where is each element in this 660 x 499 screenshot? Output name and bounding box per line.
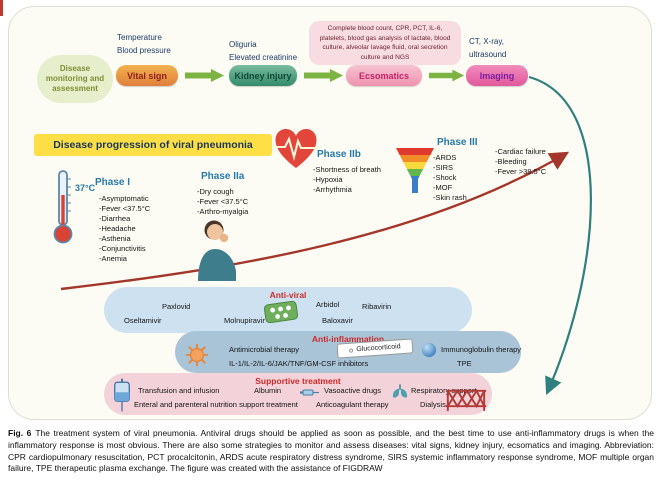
list-item: -SIRS — [433, 163, 454, 172]
list-item: -Shortness of breath — [313, 165, 381, 174]
ecsomatics-note: Complete blood count, CPR, PCT, IL-6, pl… — [309, 21, 461, 65]
list-item: -Fever <37.5°C — [197, 197, 249, 206]
kidney-injury-chip: Kidney injury — [229, 65, 297, 86]
pathogen-icon — [185, 343, 209, 367]
progression-banner: Disease progression of viral pneumonia — [34, 134, 272, 156]
nutrition-label: Enteral and parenteral nutrition support… — [134, 400, 298, 409]
coughing-person-icon — [198, 220, 236, 281]
list-item: -Bleeding — [495, 157, 527, 166]
antiinflammation-box: Anti-inflammation Antimicrobial therapy … — [175, 331, 521, 373]
supportive-box: Supportive treatment Transfusion and inf… — [104, 373, 492, 415]
imaging-notes: CT, X-ray, ultrasound — [469, 35, 506, 61]
list-item: -Anemia — [99, 254, 127, 263]
vital-sign-chip: Vital sign — [116, 65, 178, 86]
immunoglobulin-sphere-icon — [421, 342, 437, 358]
pill-blister-icon — [263, 300, 299, 324]
list-item: -ARDS — [433, 153, 457, 162]
figure-caption-label: Fig. 6 — [8, 428, 32, 438]
drug-baloxavir: Baloxavir — [322, 316, 353, 325]
list-item: -Arthro-myalgia — [197, 207, 249, 216]
heartbeat-icon — [274, 129, 318, 168]
arrow-right-icon — [304, 69, 343, 82]
drug-arbidol: Arbidol — [316, 300, 340, 309]
list-item: ultrasound — [469, 50, 507, 59]
list-item: -Diarrhea — [99, 214, 131, 223]
severity-funnel-icon — [396, 148, 434, 193]
ecsomatics-chip: Ecsomatics — [346, 65, 422, 86]
late-complications: -Cardiac failure-Bleeding-Fever >38.5°C — [495, 147, 546, 177]
anticoagulant-label: Anticoagulant therapy — [316, 400, 389, 409]
list-item: -Asthenia — [99, 234, 131, 243]
list-item: -Fever >38.5°C — [495, 167, 547, 176]
drug-oseltamivir: Oseltamivir — [124, 316, 162, 325]
glucocorticoid-label: Glucocorticoid — [356, 343, 401, 354]
list-item: -Arrhythmia — [313, 185, 352, 194]
page-edge-mark — [0, 0, 3, 16]
list-item: -Asymptomatic — [99, 194, 149, 203]
list-item: Elevated creatinine — [229, 53, 298, 62]
arrow-right-icon — [429, 69, 465, 82]
lungs-icon — [392, 384, 408, 398]
tpe-label: TPE — [457, 359, 472, 368]
temperature-value: 37°C — [75, 183, 96, 193]
phase2a-title: Phase IIa — [201, 171, 245, 182]
imaging-chip: Imaging — [466, 65, 528, 86]
list-item: CT, X-ray, — [469, 37, 504, 46]
list-item: Blood pressure — [117, 46, 171, 55]
list-item: -Shock — [433, 173, 457, 182]
phase3-title: Phase III — [437, 137, 478, 148]
antiviral-title: Anti-viral — [269, 290, 307, 300]
dialysis-label: Dialysis — [420, 400, 446, 409]
diagram-area: Disease monitoring and assessment Temper… — [8, 6, 652, 420]
drug-molnupiravir: Molnupiravir — [224, 316, 265, 325]
immunoglobulin-therapy-label: Immunoglobulin therapy — [441, 345, 522, 354]
list-item: -Fever <37.5°C — [99, 204, 151, 213]
phase1-symptoms: -Asymptomatic-Fever <37.5°C-Diarrhea-Hea… — [99, 194, 150, 264]
phase2a-symptoms: -Dry cough-Fever <37.5°C-Arthro-myalgia — [197, 187, 248, 217]
tag-hole-icon — [349, 348, 354, 353]
list-item: -Hypoxia — [313, 175, 343, 184]
antiviral-box: Anti-viral Paxlovid Oseltamivir Molnupir… — [104, 287, 472, 333]
list-item: Temperature — [117, 33, 162, 42]
phase3-symptoms: -ARDS-SIRS-Shock-MOF-Skin rash — [433, 153, 467, 203]
list-item: -Cardiac failure — [495, 147, 546, 156]
thermometer-icon — [53, 170, 73, 244]
list-item: Oliguria — [229, 40, 257, 49]
phase1-title: Phase I — [95, 177, 131, 188]
phase2b-symptoms: -Shortness of breath-Hypoxia-Arrhythmia — [313, 165, 381, 195]
iv-bag-icon — [114, 378, 130, 412]
list-item: -MOF — [433, 183, 453, 192]
arrow-right-icon — [185, 69, 224, 82]
list-item: -Skin rash — [433, 193, 467, 202]
albumin-label: Albumin — [254, 386, 282, 395]
list-item: -Headache — [99, 224, 136, 233]
syringe-icon — [300, 389, 319, 396]
imaging-feedback-curve — [528, 75, 592, 396]
transfusion-label: Transfusion and infusion — [138, 386, 220, 395]
monitoring-bubble: Disease monitoring and assessment — [37, 55, 113, 103]
list-item: -Conjunctivitis — [99, 244, 146, 253]
drug-ribavirin: Ribavirin — [362, 302, 392, 311]
antiinflammation-title: Anti-inflammation — [311, 334, 385, 344]
list-item: -Dry cough — [197, 187, 234, 196]
antimicrobial-therapy-label: Antimicrobial therapy — [229, 345, 300, 354]
dialyzer-lattice-icon — [445, 388, 487, 411]
drug-paxlovid: Paxlovid — [162, 302, 191, 311]
supportive-title: Supportive treatment — [255, 376, 341, 386]
respiratory-label: Respiratory support — [411, 386, 477, 395]
inhibitors-label: IL-1/IL-2/IL-6/JAK/TNF/GM-CSF inhibitors — [229, 359, 369, 368]
phase2b-title: Phase IIb — [317, 149, 361, 160]
figure-caption-text: The treatment system of viral pneumonia.… — [8, 428, 654, 474]
vasoactive-label: Vasoactive drugs — [324, 386, 381, 395]
